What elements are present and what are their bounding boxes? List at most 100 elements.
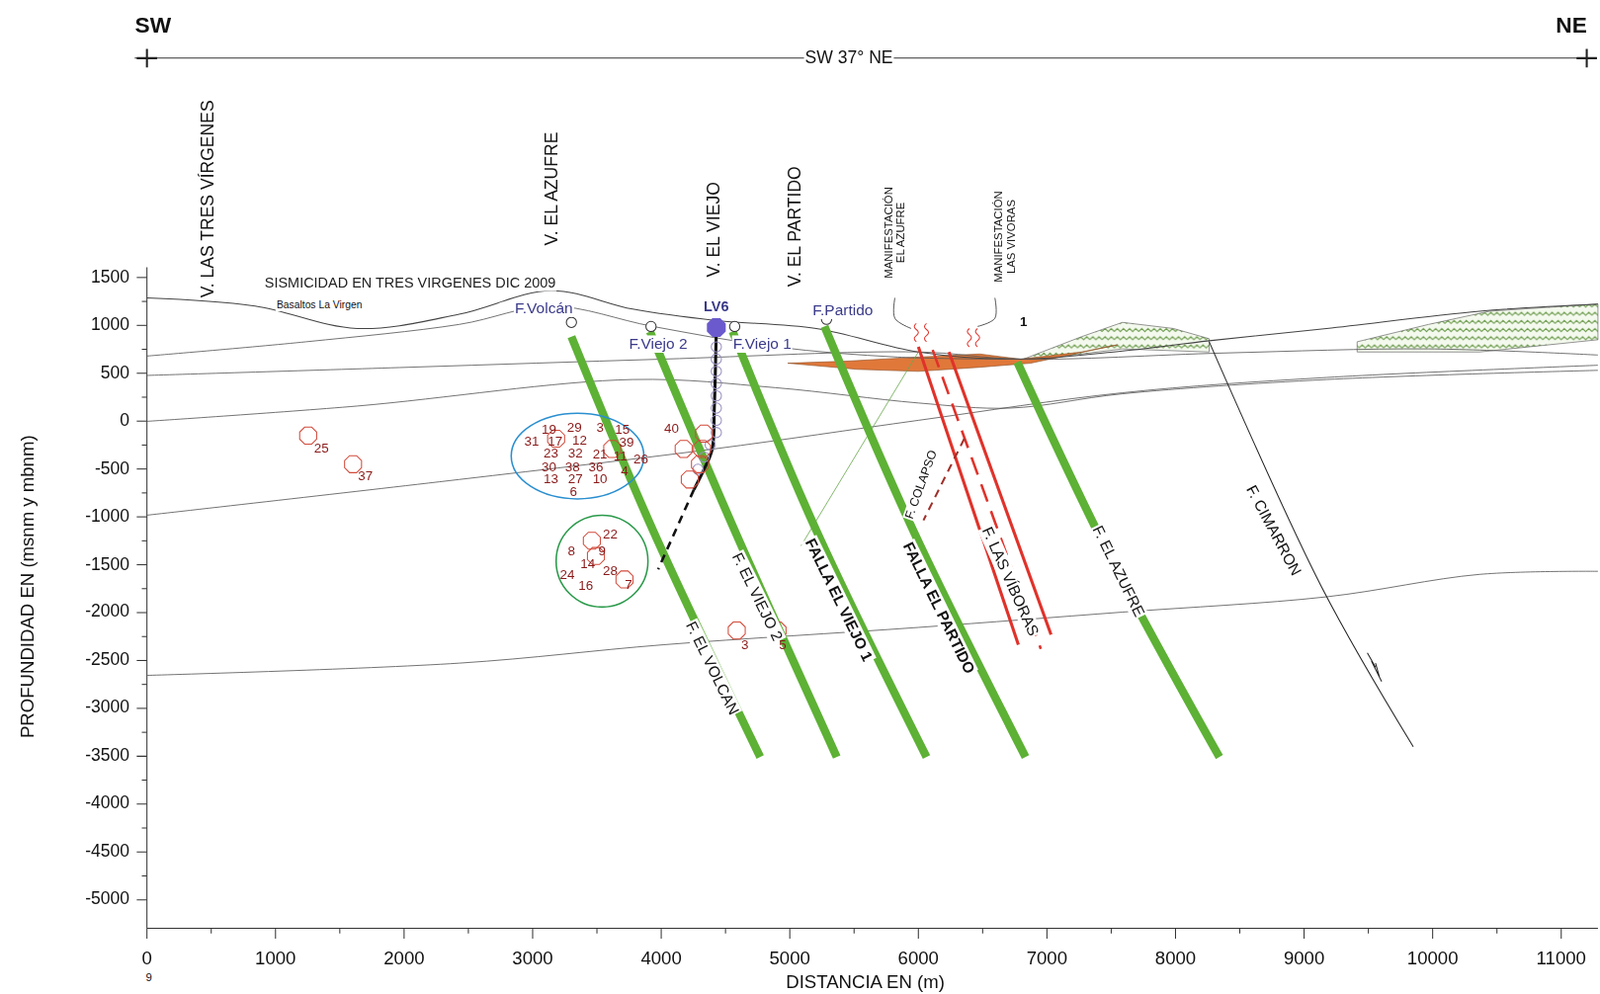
section-label: 1 bbox=[1018, 315, 1029, 331]
event-number: 40 bbox=[663, 421, 680, 436]
x-tick bbox=[1367, 928, 1369, 934]
axis-tick-label: 2000 bbox=[382, 948, 425, 969]
hypocenter-symbol bbox=[693, 440, 711, 458]
section-label: F.Viejo 2 bbox=[627, 335, 688, 352]
x-tick bbox=[403, 928, 405, 939]
axis-tick-label: 6000 bbox=[897, 948, 940, 969]
axis-tick-label: 3000 bbox=[510, 948, 554, 969]
bearing-cross bbox=[1576, 49, 1598, 69]
y-tick bbox=[142, 444, 148, 446]
section-label: FALLA EL PARTIDO bbox=[899, 538, 979, 678]
x-tick bbox=[1046, 928, 1048, 939]
x-tick bbox=[918, 928, 920, 939]
event-number: 10 bbox=[591, 472, 609, 488]
fault-trace-symbol bbox=[729, 321, 740, 332]
fault-trace-symbol bbox=[646, 321, 657, 332]
axis-tick-label: 9000 bbox=[1282, 948, 1326, 969]
axis-tick-label: -1000 bbox=[84, 506, 131, 526]
axis-tick-label: -5000 bbox=[84, 890, 131, 910]
y-tick bbox=[136, 421, 147, 422]
well-lv6-projected bbox=[658, 490, 694, 571]
event-number: 4 bbox=[619, 464, 630, 480]
y-tick bbox=[136, 707, 147, 709]
x-tick bbox=[661, 928, 663, 939]
x-tick bbox=[467, 928, 469, 934]
section-label: SW bbox=[134, 12, 173, 38]
section-label: F.Partido bbox=[811, 301, 874, 319]
well-sensor bbox=[711, 353, 722, 364]
axis-tick-label: 1500 bbox=[89, 267, 131, 287]
event-number: 14 bbox=[579, 557, 596, 573]
x-axis bbox=[147, 927, 1599, 929]
event-number: 9 bbox=[596, 543, 607, 559]
y-tick bbox=[136, 516, 147, 518]
section-label: F. EL VOLCAN bbox=[681, 617, 743, 719]
x-tick bbox=[210, 928, 212, 934]
fault-line bbox=[571, 336, 760, 758]
axis-tick-label: 1000 bbox=[253, 948, 297, 969]
section-label: V. EL AZUFRE bbox=[543, 131, 563, 248]
well-sensor bbox=[711, 378, 722, 389]
hypocenter-symbol bbox=[680, 471, 698, 489]
axis-tick-label: -4000 bbox=[84, 794, 131, 814]
leader-line bbox=[893, 297, 912, 329]
seismic-cluster-ellipse bbox=[510, 413, 644, 500]
y-tick bbox=[142, 301, 148, 303]
section-label: F. EL VIEJO 2 bbox=[728, 549, 787, 645]
event-number: 3 bbox=[740, 637, 751, 653]
y-tick bbox=[136, 325, 147, 327]
axis-tick-label: 7000 bbox=[1025, 948, 1069, 969]
well-sensor bbox=[711, 366, 722, 377]
y-tick bbox=[142, 828, 148, 830]
axis-tick-label: 11000 bbox=[1535, 948, 1588, 969]
y-tick bbox=[136, 564, 147, 566]
basement-contact bbox=[147, 571, 1599, 675]
event-number: 5 bbox=[777, 637, 788, 653]
event-number: 8 bbox=[566, 543, 577, 559]
x-tick bbox=[531, 928, 533, 939]
x-tick bbox=[982, 928, 984, 934]
section-label: V. LAS TRES VÍRGENES bbox=[199, 98, 219, 299]
x-tick bbox=[338, 928, 340, 934]
axis-tick-label: 8000 bbox=[1154, 948, 1197, 969]
y-tick bbox=[142, 683, 148, 685]
y-tick bbox=[136, 468, 147, 470]
y-tick bbox=[142, 636, 148, 638]
section-label: FALLA EL VIEJO 1 bbox=[801, 534, 877, 666]
section-label: V. EL VIEJO bbox=[704, 180, 724, 278]
x-tick bbox=[1560, 928, 1562, 939]
horizon bbox=[147, 370, 1599, 422]
slip-arrows bbox=[1367, 653, 1382, 682]
x-tick bbox=[1175, 928, 1177, 939]
x-tick bbox=[725, 928, 727, 934]
well-head bbox=[706, 318, 726, 337]
section-label: SW 37° NE bbox=[804, 48, 895, 68]
section-label: F. CIMARRON bbox=[1242, 482, 1305, 581]
x-tick bbox=[274, 928, 276, 939]
y-tick bbox=[142, 396, 148, 398]
x-tick bbox=[789, 928, 791, 939]
event-number: 37 bbox=[356, 469, 374, 485]
section-label: F.Viejo 1 bbox=[732, 335, 793, 352]
well-sensor bbox=[711, 415, 722, 425]
leader-line bbox=[977, 297, 997, 327]
y-tick bbox=[142, 540, 148, 542]
well-sensor bbox=[711, 341, 722, 352]
section-label: MANIFESTACIÓN LAS VIVORAS bbox=[993, 185, 1017, 288]
event-number: 7 bbox=[623, 577, 634, 592]
y-tick bbox=[142, 732, 148, 734]
section-label: MANIFESTACIÓN EL AZUFRE bbox=[883, 181, 908, 284]
y-tick bbox=[136, 276, 147, 278]
event-number: 16 bbox=[577, 578, 594, 593]
axis-tick-label: 4000 bbox=[639, 948, 682, 969]
section-label: V. EL PARTIDO bbox=[786, 165, 806, 288]
event-number: 31 bbox=[522, 434, 540, 450]
y-tick bbox=[136, 756, 147, 758]
steam-vent bbox=[975, 328, 980, 347]
axis-tick-label: -1500 bbox=[84, 555, 131, 575]
y-tick bbox=[142, 875, 148, 877]
y-tick bbox=[136, 611, 147, 613]
section-label: F. COLAPSO bbox=[902, 447, 940, 522]
